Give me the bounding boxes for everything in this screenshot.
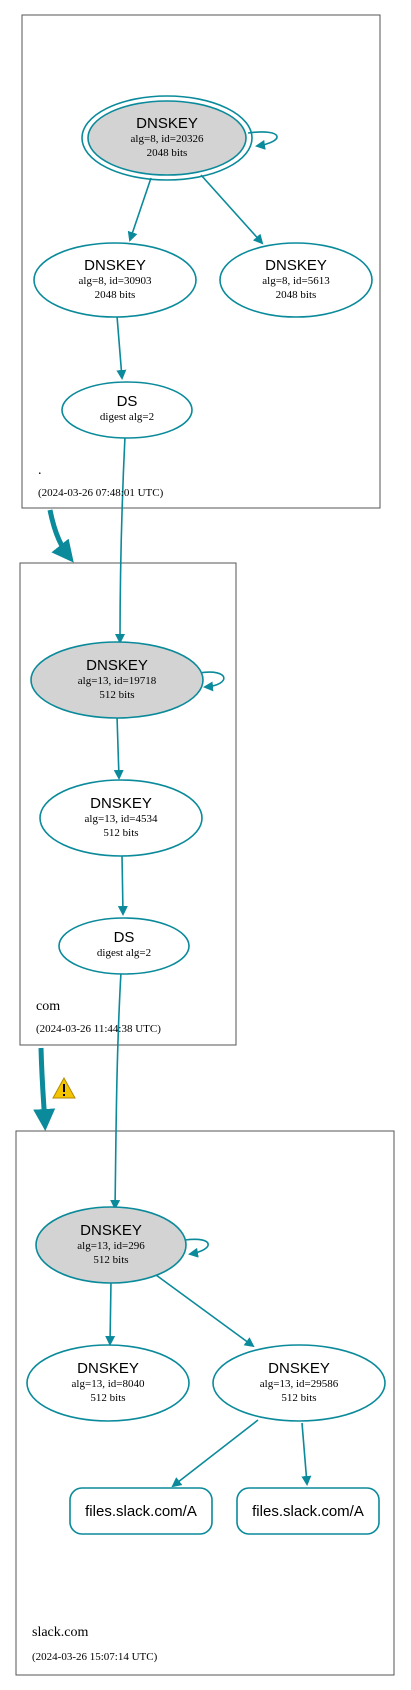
ds-node-root[interactable]: DS digest alg=2 [61, 381, 193, 439]
delegation-root-to-com [47, 509, 74, 563]
edge-key4534-to-ds [117, 854, 128, 916]
node-alg-id: alg=8, id=5613 [262, 275, 330, 287]
node-title: DNSKEY [86, 657, 148, 674]
node-bits: 512 bits [99, 689, 134, 701]
node-title: DNSKEY [90, 795, 152, 812]
node-bits: 512 bits [90, 1392, 125, 1404]
node-alg-id: alg=8, id=20326 [131, 133, 204, 145]
edge-key29586-to-rr1 [171, 1419, 259, 1488]
node-title: DNSKEY [265, 257, 327, 274]
node-alg-id: alg=13, id=19718 [78, 675, 157, 687]
rr-node-files-a-2[interactable]: files.slack.com/A [236, 1487, 380, 1535]
node-title: DNSKEY [136, 115, 198, 132]
node-bits: 2048 bits [147, 147, 188, 159]
edge-root-ksk-to-key5613 [200, 174, 264, 245]
delegation-com-to-slack [33, 1047, 56, 1131]
edge-com-ds-to-slack-ksk [110, 971, 122, 1210]
node-digest: digest alg=2 [100, 411, 154, 423]
dnskey-node-slack-29586[interactable]: DNSKEY alg=13, id=29586 512 bits [212, 1344, 386, 1422]
edge-key29586-to-rr2 [301, 1422, 312, 1486]
edge-key30903-to-ds [116, 315, 127, 380]
edge-root-ds-to-com-ksk [115, 435, 126, 644]
dnskey-node-slack-ksk[interactable]: DNSKEY alg=13, id=296 512 bits [35, 1206, 187, 1284]
edge-com-ksk-self [198, 671, 225, 692]
node-bits: 2048 bits [276, 289, 317, 301]
dnskey-node-root-5613[interactable]: DNSKEY alg=8, id=5613 2048 bits [219, 242, 373, 318]
dnskey-node-root-30903[interactable]: DNSKEY alg=8, id=30903 2048 bits [33, 242, 197, 318]
rr-node-files-a-1[interactable]: files.slack.com/A [69, 1487, 213, 1535]
dnskey-node-com-ksk[interactable]: DNSKEY alg=13, id=19718 512 bits [30, 641, 204, 719]
edge-slack-ksk-self [184, 1238, 209, 1258]
dnskey-node-com-4534[interactable]: DNSKEY alg=13, id=4534 512 bits [39, 779, 203, 857]
rr-label: files.slack.com/A [252, 1503, 364, 1520]
zone-name-label: com [36, 999, 60, 1014]
node-bits: 512 bits [93, 1254, 128, 1266]
edge-com-ksk-to-key4534 [113, 715, 124, 780]
zone-name-label: slack.com [32, 1625, 88, 1640]
zone-timestamp: (2024-03-26 15:07:14 UTC) [32, 1651, 158, 1663]
dnskey-node-slack-8040[interactable]: DNSKEY alg=13, id=8040 512 bits [26, 1344, 190, 1422]
node-alg-id: alg=13, id=29586 [260, 1378, 339, 1390]
edge-root-ksk-to-key30903 [127, 177, 152, 242]
node-title: DNSKEY [77, 1360, 139, 1377]
dnskey-node-root-ksk[interactable]: DNSKEY alg=8, id=20326 2048 bits [81, 95, 253, 181]
zone-timestamp: (2024-03-26 07:48:01 UTC) [38, 487, 164, 499]
node-alg-id: alg=13, id=8040 [72, 1378, 145, 1390]
node-bits: 512 bits [281, 1392, 316, 1404]
edge-slack-ksk-to-key29586 [155, 1274, 255, 1348]
node-title: DNSKEY [80, 1222, 142, 1239]
node-title: DNSKEY [84, 257, 146, 274]
edge-root-ksk-self [247, 131, 278, 150]
node-alg-id: alg=8, id=30903 [79, 275, 152, 287]
node-title: DS [117, 393, 138, 410]
node-bits: 2048 bits [95, 289, 136, 301]
zone-timestamp: (2024-03-26 11:44:38 UTC) [36, 1023, 161, 1035]
edge-slack-ksk-to-key8040 [105, 1280, 116, 1346]
node-alg-id: alg=13, id=296 [77, 1240, 145, 1252]
node-alg-id: alg=13, id=4534 [85, 813, 158, 825]
rr-label: files.slack.com/A [85, 1503, 197, 1520]
warning-triangle-icon[interactable] [52, 1076, 76, 1099]
node-title: DS [114, 929, 135, 946]
node-digest: digest alg=2 [97, 947, 151, 959]
node-title: DNSKEY [268, 1360, 330, 1377]
ds-node-com[interactable]: DS digest alg=2 [58, 917, 190, 975]
node-bits: 512 bits [103, 827, 138, 839]
zone-name-label: . [38, 463, 42, 478]
